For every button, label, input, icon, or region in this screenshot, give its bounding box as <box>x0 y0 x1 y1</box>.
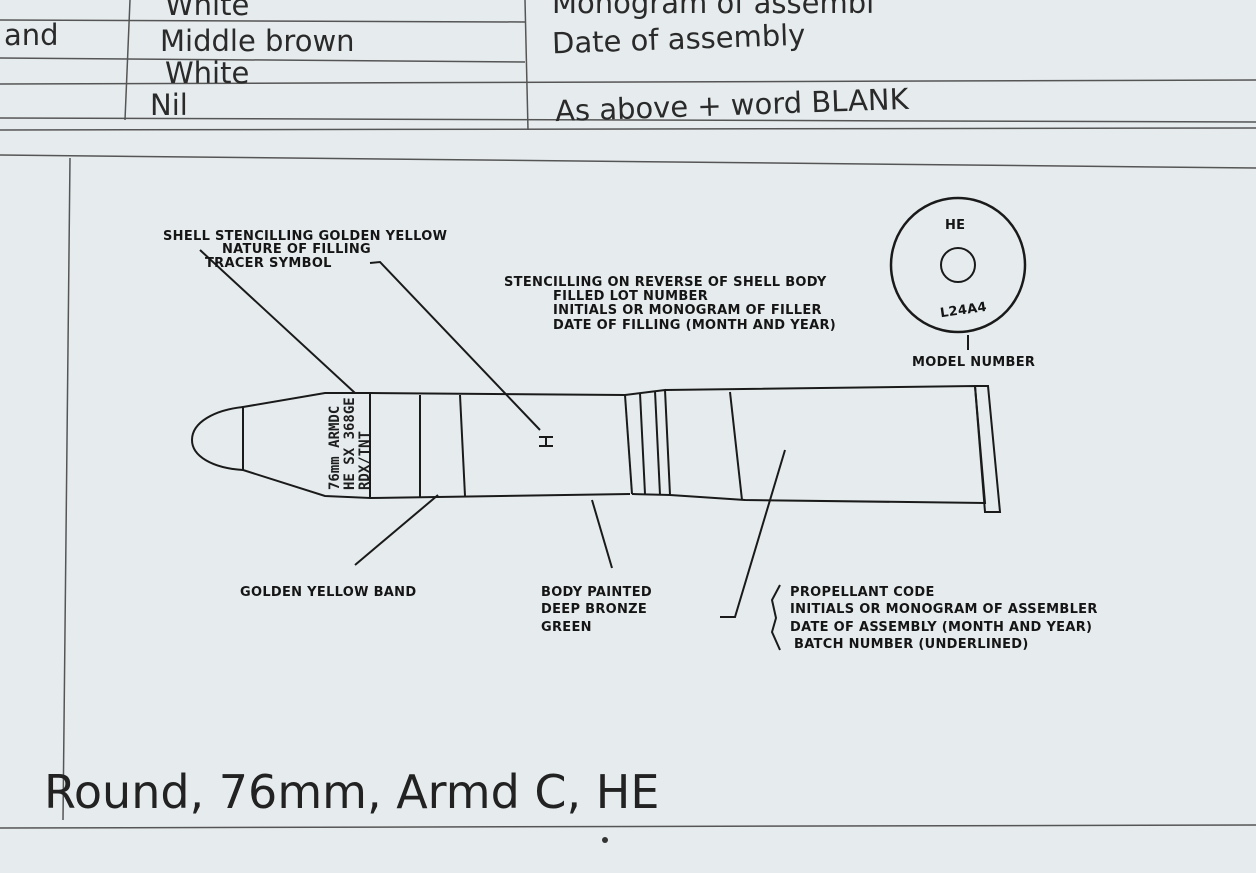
label-tracer-symbol: TRACER SYMBOL <box>205 256 332 271</box>
table-cell: Monogram of assembl <box>552 0 875 20</box>
label-shell-stencilling: SHELL STENCILLING GOLDEN YELLOW <box>163 229 448 244</box>
label-cartridge: DATE OF ASSEMBLY (MONTH AND YEAR) <box>790 620 1093 635</box>
shell-drawing <box>190 196 1027 651</box>
label-body-painted: BODY PAINTED <box>541 585 652 600</box>
shell-stencil-line: RDX/TNT <box>357 430 373 490</box>
ink-dot <box>602 837 608 843</box>
table-cell: Nil <box>150 88 188 122</box>
label-reverse-stencilling: FILLED LOT NUMBER <box>553 289 709 304</box>
table-grid <box>0 0 1256 829</box>
label-golden-band: GOLDEN YELLOW BAND <box>240 585 417 600</box>
base-text-top: HE <box>945 218 966 233</box>
shell-stencil-line: 76mm ARMDC <box>327 405 343 490</box>
label-body-painted: DEEP BRONZE <box>541 602 648 617</box>
label-reverse-stencilling: DATE OF FILLING (MONTH AND YEAR) <box>553 318 837 333</box>
label-cartridge: INITIALS OR MONOGRAM OF ASSEMBLER <box>790 602 1098 617</box>
shell-stencil-text: 76mm ARMDC HE SX 368GE RDX/TNT <box>327 397 373 490</box>
label-reverse-stencilling: STENCILLING ON REVERSE OF SHELL BODY <box>504 275 827 290</box>
label-cartridge: BATCH NUMBER (UNDERLINED) <box>794 637 1029 652</box>
shell-stencil-line: HE SX 368GE <box>342 397 358 490</box>
label-reverse-stencilling: INITIALS OR MONOGRAM OF FILLER <box>553 303 822 318</box>
label-body-painted: GREEN <box>541 620 592 635</box>
table-cell: and <box>4 18 59 52</box>
label-nature-of-filling: NATURE OF FILLING <box>222 242 372 257</box>
table-cell: Middle brown <box>160 24 355 58</box>
label-cartridge: PROPELLANT CODE <box>790 585 935 600</box>
table-cell: White <box>165 56 250 90</box>
label-model-number: MODEL NUMBER <box>912 355 1036 370</box>
table-cell: White <box>165 0 250 22</box>
caption: Round, 76mm, Armd C, HE <box>44 765 660 819</box>
